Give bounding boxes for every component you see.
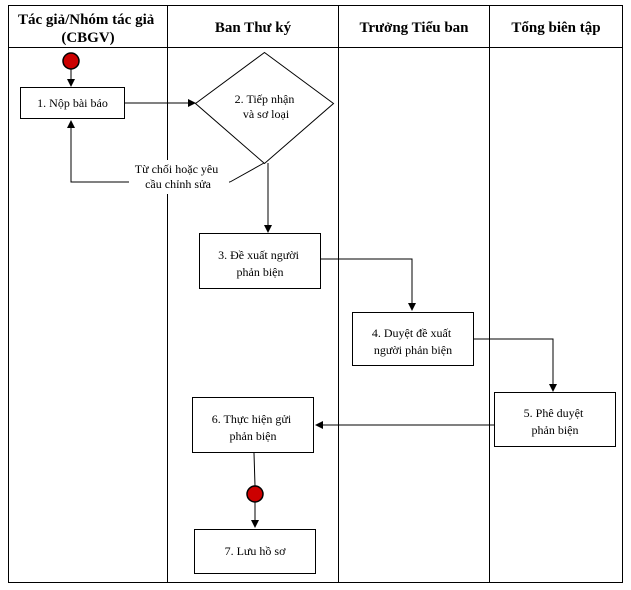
node-1-submit-paper	[20, 87, 125, 119]
node-6-send-review	[192, 397, 314, 453]
node-7-archive	[194, 529, 316, 574]
node-3-label: 3. Đề xuất người phản biện	[218, 248, 302, 279]
node-1-label: 1. Nộp bài báo	[37, 96, 108, 110]
node-3-propose-reviewer	[199, 233, 321, 289]
reject-note-bg	[129, 160, 229, 194]
node-4-approve-proposal	[352, 312, 474, 366]
lane-title-editor-in-chief: Tổng biên tập	[511, 20, 600, 36]
arrow-3-to-4	[321, 258, 416, 311]
lane-title-subcommittee-head: Trưởng Tiểu ban	[359, 20, 469, 36]
start-node	[62, 52, 80, 70]
lane-title-secretariat: Ban Thư ký	[215, 20, 292, 36]
node-7-label: 7. Lưu hồ sơ	[225, 544, 287, 558]
arrow-4-to-5	[474, 338, 557, 392]
node-2-label: 2. Tiếp nhận và sơ loại	[235, 92, 298, 121]
node-5-approve-review	[494, 392, 616, 447]
lane-title-author: Tác giả/Nhóm tác giả (CBGV)	[18, 12, 158, 46]
reject-connector	[229, 162, 265, 183]
node-5-label: 5. Phê duyệt phản biện	[524, 406, 587, 437]
node-2-receive-screen	[194, 51, 335, 165]
arrow-6-to-end	[253, 452, 256, 487]
node-4-label: 4. Duyệt đề xuất người phản biện	[372, 326, 454, 357]
diagram-frame	[8, 5, 623, 583]
end-node	[246, 485, 264, 503]
node-6-label: 6. Thực hiện gửi phản biện	[212, 412, 294, 443]
reject-note: Từ chối hoặc yêu cầu chỉnh sửa	[135, 162, 221, 191]
